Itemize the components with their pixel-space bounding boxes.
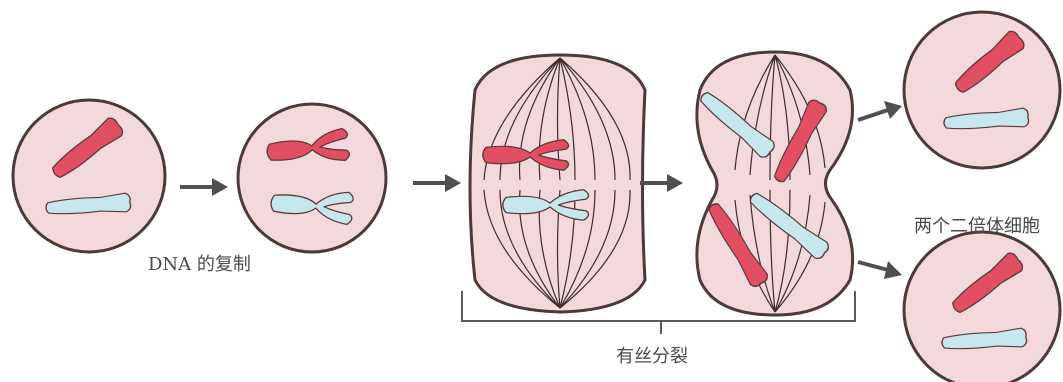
cell-replicated: [238, 104, 386, 252]
cell-initial: [13, 100, 165, 252]
arrow-1: [180, 178, 228, 196]
cell-metaphase: [470, 55, 645, 312]
daughter-cell-bottom: [904, 232, 1060, 382]
daughter-cells-label: 两个二倍体细胞: [914, 212, 1040, 238]
daughter-cell-top: [904, 12, 1060, 168]
cell-anaphase: [696, 52, 852, 315]
arrow-4-upper: [858, 101, 902, 120]
mitosis-label: 有丝分裂: [616, 342, 688, 368]
arrow-5-lower: [858, 261, 902, 279]
arrow-2: [413, 174, 461, 192]
arrow-3: [640, 174, 683, 192]
replication-label: DNA 的复制: [148, 250, 251, 276]
